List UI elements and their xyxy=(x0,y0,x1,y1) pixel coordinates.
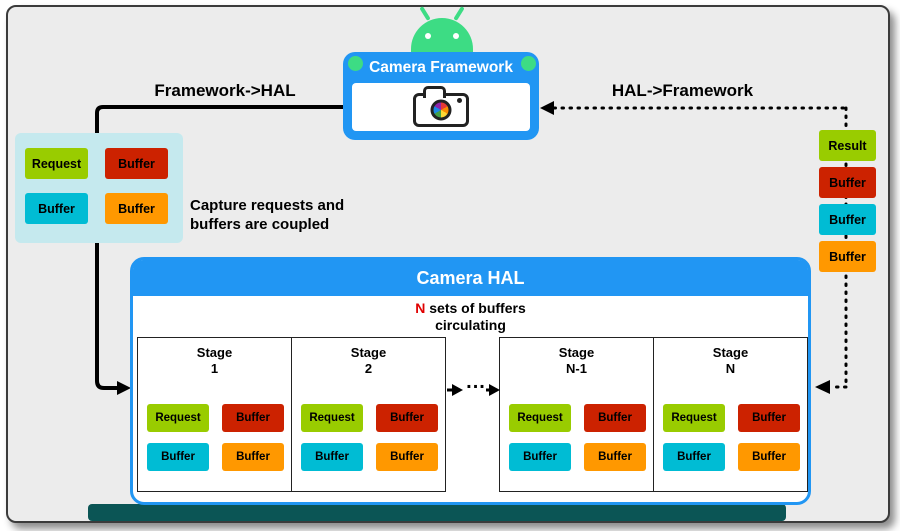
framework-to-hal-label: Framework->HAL xyxy=(154,81,296,100)
buffer-chip: Buffer xyxy=(105,148,168,179)
stage-2-title: Stage 2 xyxy=(292,338,445,377)
coupled-request-group: Request Buffer Buffer Buffer xyxy=(15,133,183,243)
buffer-chip: Buffer xyxy=(819,241,876,272)
buffers-circulating-rest: sets of buffers xyxy=(425,300,526,316)
request-chip: Request xyxy=(147,404,209,432)
buffer-chip: Buffer xyxy=(301,443,363,471)
request-chip: Request xyxy=(301,404,363,432)
stage-n-1-box: Stage N-1 Request Buffer Buffer Buffer xyxy=(499,337,654,492)
camera-hal-title: Camera HAL xyxy=(416,267,525,288)
stage-title-line1: Stage xyxy=(712,345,749,360)
camera-framework-box: Camera Framework xyxy=(343,52,539,140)
camera-hal-header: Camera HAL xyxy=(133,260,808,296)
buffer-chip: Buffer xyxy=(25,193,88,224)
buffer-chip: Buffer xyxy=(738,404,800,432)
stage-title-line2: 1 xyxy=(210,361,219,376)
coupled-note: Capture requests and buffers are coupled xyxy=(190,196,344,234)
request-chip: Request xyxy=(663,404,725,432)
android-eye-left xyxy=(425,33,431,39)
stage-title-line1: Stage xyxy=(196,345,233,360)
android-eye-right xyxy=(453,33,459,39)
buffer-chip: Buffer xyxy=(376,443,438,471)
hal-to-framework-label: HAL->Framework xyxy=(611,81,754,100)
camera-framework-title: Camera Framework xyxy=(369,59,513,76)
stage-ellipsis: ... xyxy=(466,371,486,393)
buffers-circulating-line2: circulating xyxy=(435,317,506,333)
buffers-circulating-note: N sets of buffers circulating xyxy=(133,300,808,334)
coupled-note-line2: buffers are coupled xyxy=(190,216,330,233)
android-hand-left xyxy=(348,56,363,71)
request-chip: Request xyxy=(25,148,88,179)
stage-1-box: Stage 1 Request Buffer Buffer Buffer xyxy=(137,337,292,492)
buffer-chip: Buffer xyxy=(509,443,571,471)
camera-icon xyxy=(413,86,469,127)
stage-title-line2: N-1 xyxy=(566,361,587,376)
request-chip: Request xyxy=(509,404,571,432)
buffer-chip: Buffer xyxy=(663,443,725,471)
buffer-chip: Buffer xyxy=(376,404,438,432)
buffer-chip: Buffer xyxy=(819,167,876,198)
buffer-chip: Buffer xyxy=(819,204,876,235)
stage-2-box: Stage 2 Request Buffer Buffer Buffer xyxy=(291,337,446,492)
buffers-circulating-n: N xyxy=(415,300,426,316)
result-chip: Result xyxy=(819,130,876,161)
buffers-circulating-line1: N sets of buffers xyxy=(133,300,808,317)
buffer-chip: Buffer xyxy=(738,443,800,471)
buffer-chip: Buffer xyxy=(584,404,646,432)
stage-n-box: Stage N Request Buffer Buffer Buffer xyxy=(653,337,808,492)
stage-title-line2: 2 xyxy=(364,361,373,376)
bottom-teal-bar xyxy=(88,504,786,521)
stage-title-line1: Stage xyxy=(558,345,595,360)
stage-1-title: Stage 1 xyxy=(138,338,291,377)
stage-title-line1: Stage xyxy=(350,345,387,360)
buffer-chip: Buffer xyxy=(222,404,284,432)
stage-n-title: Stage N xyxy=(654,338,807,377)
stage-n-1-title: Stage N-1 xyxy=(500,338,653,377)
buffer-chip: Buffer xyxy=(222,443,284,471)
buffer-chip: Buffer xyxy=(147,443,209,471)
camera-aperture-icon xyxy=(430,99,452,121)
stage-title-line2: N xyxy=(725,361,736,376)
camera-icon-panel xyxy=(352,83,530,131)
coupled-note-line1: Capture requests and xyxy=(190,197,345,214)
buffer-chip: Buffer xyxy=(105,193,168,224)
buffer-chip: Buffer xyxy=(584,443,646,471)
android-hand-right xyxy=(521,56,536,71)
